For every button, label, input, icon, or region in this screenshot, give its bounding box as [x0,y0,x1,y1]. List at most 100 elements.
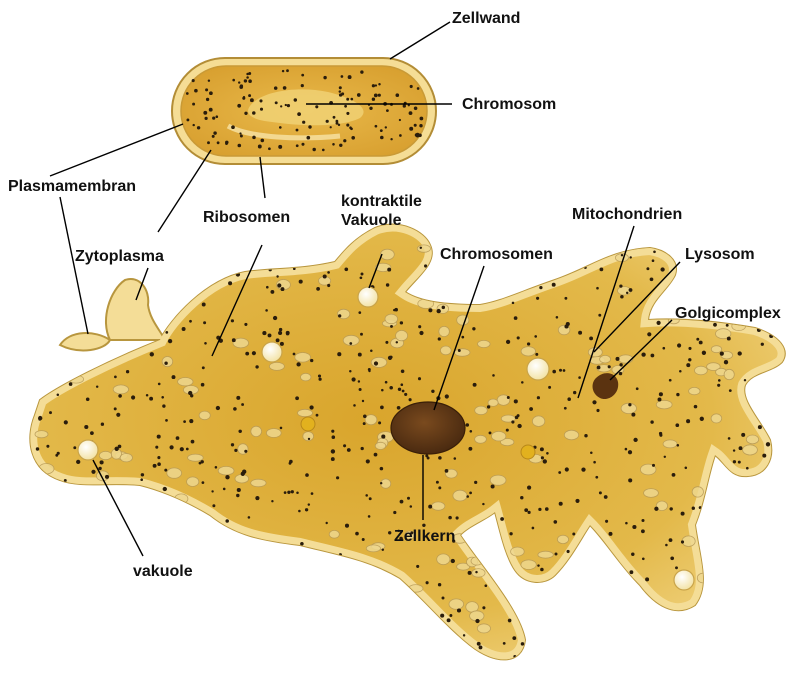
ribosome-dot [659,434,662,437]
label-plasmamembran: Plasmamembran [8,178,136,195]
ribosome-dot [422,524,425,527]
ribosome-dot [295,396,299,400]
ribosome-dot [672,473,676,477]
ribosome-dot [728,437,731,440]
ribosome-dot [172,375,176,379]
ribosome-dot [352,377,356,381]
ribosome-dot [440,614,444,618]
ribosome-dot [642,557,645,560]
ribosome-dot [629,570,633,574]
ribosome-dot [114,407,117,410]
ribosome-dot [348,75,352,79]
ribosome-dot [438,583,441,586]
ribosome-dot [609,532,613,536]
ribosome-dot [717,384,720,387]
ribosome-dot [584,434,587,437]
ribosome-dot [447,618,451,622]
ribosome-dot [657,321,661,325]
ribosome-dot [629,256,631,258]
ribosome-dot [341,75,344,78]
ribosome-dot [766,442,770,446]
ribosome-dot [283,86,287,90]
ribosome-dot [664,456,666,458]
mitochondrion [682,536,695,547]
mitochondrion [99,451,112,459]
ribosome-dot [228,281,232,285]
ribosome-dot [758,425,762,429]
ribosome-dot [396,93,400,97]
ribosome-dot [252,351,256,355]
ribosome-dot [658,398,662,402]
ribosome-dot [358,311,361,314]
mitochondrion [238,444,248,455]
ribosome-dot [217,141,220,144]
ribosome-dot [244,112,247,115]
ribosome-dot [361,273,364,276]
ribosome-dot [155,446,158,449]
mitochondrion [538,551,553,558]
ribosome-dot [365,494,368,497]
ribosome-dot [305,508,308,511]
ribosome-dot [581,467,585,471]
ribosome-dot [529,407,533,411]
mitochondrion [521,347,535,356]
ribosome-dot [487,405,490,408]
mitochondrion [113,385,128,394]
ribosome-dot [359,388,362,391]
ribosome-dot [164,362,167,365]
ribosome-dot [186,118,189,121]
ribosome-dot [378,94,381,97]
ribosome-dot [296,144,299,147]
ribosome-dot [360,333,363,336]
ribosome-dot [161,396,164,399]
mitochondrion [385,314,398,324]
ribosome-dot [69,382,73,386]
ribosome-dot [677,343,681,347]
ribosome-dot [291,490,294,493]
ribosome-dot [202,366,205,369]
ribosome-dot [509,532,512,535]
ribosome-dot [470,430,473,433]
ribosome-dot [165,419,168,422]
ribosome-dot [252,136,256,140]
mitochondrion [711,346,721,353]
ribosome-dot [619,284,622,287]
ribosome-dot [279,126,282,129]
ribosome-dot [628,450,632,454]
ribosome-dot [598,314,601,317]
ribosome-dot [231,125,235,129]
ribosome-dot [91,470,95,474]
ribosome-dot [239,132,241,134]
ribosome-dot [503,642,506,645]
ribosome-dot [681,540,684,543]
ribosome-dot [641,352,645,356]
vacuole [527,358,549,380]
ribosome-dot [233,407,237,411]
mitochondrion [178,378,193,386]
ribosome-dot [280,105,282,107]
ribosome-dot [374,453,378,457]
ribosome-dot [286,69,289,72]
mitochondrion [440,346,451,355]
mitochondrion [488,399,498,406]
ribosome-dot [192,103,195,106]
mitochondrion [396,330,408,340]
ribosome-dot [675,423,679,427]
ribosome-dot [511,420,514,423]
mitochondrion [295,353,311,363]
ribosome-dot [332,435,336,439]
ribosome-dot [650,277,654,281]
ribosome-dot [399,119,401,121]
ribosome-dot [620,295,624,299]
ribosome-dot [739,446,743,450]
ribosome-dot [733,460,736,463]
ribosome-dot [345,524,349,528]
ribosome-dot [308,125,311,128]
ribosome-dot [388,531,391,534]
ribosome-dot [381,389,384,392]
ribosome-dot [677,444,680,447]
ribosome-dot [282,70,284,72]
ribosome-dot [326,120,329,123]
ribosome-dot [565,467,569,471]
ribosome-dot [338,124,340,126]
